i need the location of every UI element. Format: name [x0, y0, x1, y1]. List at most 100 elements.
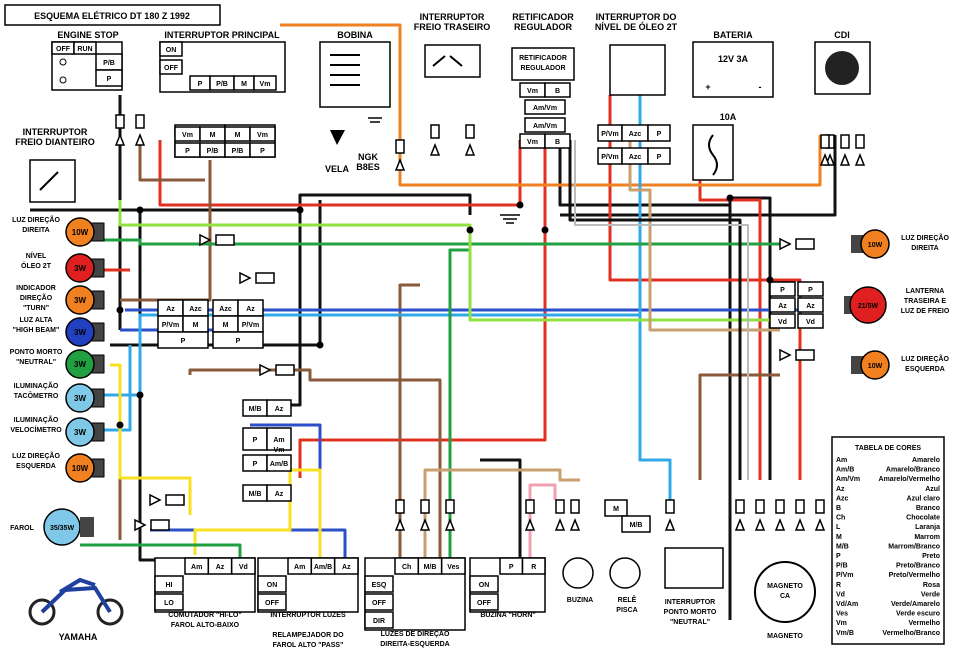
inline-conn-2-arrow: [259, 363, 272, 377]
ms-on-text: ON: [166, 47, 177, 54]
left-lamp-3-watt: 3W: [74, 328, 86, 337]
es-terminal: [59, 76, 67, 84]
hb-c1: [266, 454, 292, 472]
magneto-conn-0-arrow: [734, 517, 746, 531]
horn-icon: [562, 557, 594, 589]
inline-conn-3: [165, 494, 185, 506]
horn-switch-row-0-text: ON: [479, 582, 490, 589]
wire-red-main: [158, 140, 522, 207]
cdi-conn-1-arrow: [839, 152, 851, 166]
motorcycle-wheel-icon: [28, 598, 56, 626]
cdi-conn-1: [840, 134, 850, 149]
ms-on: [159, 41, 183, 57]
hi-lo-switch-col-1-text: Az: [216, 564, 225, 571]
left-lamp-0-watt: 10W: [72, 228, 89, 237]
turn-switch-row-1-text: OFF: [372, 600, 387, 607]
turn-switch-col-2-text: Ves: [447, 564, 459, 571]
headlight-socket: [80, 517, 94, 537]
color-table-code: L: [836, 524, 841, 531]
magneto-conn-4: [815, 499, 825, 514]
relay-icon: [609, 557, 641, 589]
coil-conn: [395, 139, 405, 154]
ground-symbol: [368, 117, 382, 123]
junction-7: [116, 306, 124, 314]
inline-conn-1-arrow: [239, 271, 252, 285]
horn-switch-col-0-text: P: [509, 564, 514, 571]
battery-title: BATERIA: [713, 30, 753, 40]
hi-lo-switch-col-0-text: Am: [191, 564, 202, 571]
magneto-label: MAGNETO: [767, 633, 803, 640]
rr-amvm2-text: Am/Vm: [533, 123, 557, 130]
left-lamp-label-4: PONTO MORTO"NEUTRAL": [10, 349, 63, 366]
rr-vm-text: Vm: [527, 88, 538, 95]
fuse-holder: [692, 124, 734, 181]
magneto-conn-2: [775, 499, 785, 514]
rr-b-text: B: [555, 88, 560, 95]
horn-switch-col-1-text: R: [531, 564, 536, 571]
left-lamp-1: [65, 253, 95, 283]
es-run: [73, 41, 97, 55]
cluster-p2-text: P: [236, 338, 241, 345]
bottom-conn-3-arrow: [524, 517, 536, 531]
junction-9: [136, 391, 144, 399]
rr-amvm-text: Am/Vm: [533, 105, 557, 112]
magneto-conn-3-arrow: [794, 517, 806, 531]
inline-conn-4: [150, 519, 170, 531]
rb-conn-1: [430, 124, 440, 139]
wire-brown-right: [698, 373, 780, 480]
es-pin-p: [95, 69, 123, 87]
color-table-code: P/B: [836, 563, 848, 570]
rr-amvm2: [524, 117, 566, 133]
es-terminal: [59, 58, 67, 66]
color-table-code: Vm: [836, 620, 847, 627]
wire-brown-lamp: [188, 368, 442, 560]
wire-black-horn: [480, 458, 522, 560]
color-table-code: B: [836, 505, 841, 512]
relay-pin-mb-text: M/B: [630, 522, 643, 529]
turn-switch-row-1: [364, 593, 394, 611]
bottom-conn-6-arrow: [664, 517, 676, 531]
headlight-label: FAROL: [10, 525, 34, 532]
ms-vm: [253, 75, 277, 91]
turn-switch-row-2-text: DIR: [373, 618, 385, 625]
hi-lo-switch-col-2: [230, 557, 256, 575]
left-lamp-2: [65, 285, 95, 315]
bottom-conn-1-arrow: [419, 517, 431, 531]
oil-pvm2-text: P/Vm: [601, 154, 619, 161]
color-table-code: Azc: [836, 495, 849, 502]
bottom-conn-4: [555, 499, 565, 514]
yamaha-logo-icon: [825, 51, 859, 85]
battery-plus: +: [705, 82, 710, 92]
wire-brown-turn: [398, 283, 420, 560]
coil-winding: [330, 54, 360, 86]
color-table-name: Preto: [922, 553, 940, 560]
right-conn-1-arrow: [779, 348, 792, 362]
msc-pb2-text: P/B: [232, 148, 244, 155]
color-table-name: Laranja: [915, 524, 940, 531]
junction-6: [766, 276, 774, 284]
hi-lo-switch-row-1-text: LO: [164, 600, 174, 607]
es-conn-2-arrow: [134, 132, 146, 146]
color-table-code: Ch: [836, 515, 845, 522]
cluster-r2-2-text: M: [223, 322, 229, 329]
wire-brown-1: [120, 160, 212, 302]
color-table-code: P/Vm: [836, 572, 854, 579]
hi-lo-label: COMUTADOR "HI-LO"FAROL ALTO-BAIXO: [168, 612, 241, 629]
ms-m-text: M: [241, 81, 247, 88]
msc-p1-text: P: [185, 148, 190, 155]
magneto-conn-2-arrow: [774, 517, 786, 531]
hi-lo-switch-row-1: [154, 593, 184, 611]
battery-spec: 12V 3A: [718, 54, 749, 64]
junction-1: [296, 206, 304, 214]
engine-stop-title: ENGINE STOP: [57, 30, 118, 40]
color-table-name: Marrom: [914, 534, 940, 541]
